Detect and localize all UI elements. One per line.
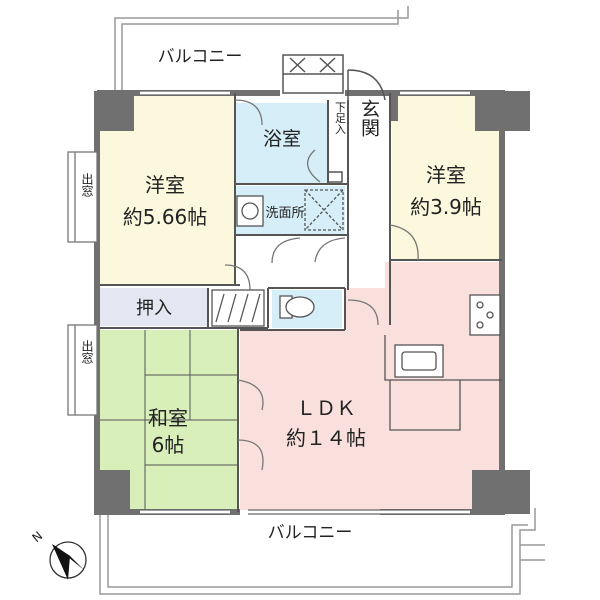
japanese-room-size: 6帖	[152, 433, 185, 457]
washroom-name: 洗面所	[265, 206, 304, 221]
entrance-details	[282, 54, 386, 183]
western-room-1-name: 洋室	[145, 173, 185, 197]
ldk-name: ＬＤＫ	[296, 396, 356, 420]
window-marks	[140, 90, 470, 515]
bay-window-lower-label: 出窓	[80, 340, 94, 364]
ldk-size: 約１４帖	[286, 426, 366, 450]
wall-corners	[94, 91, 530, 514]
tatami-lines	[100, 330, 238, 510]
bathroom	[235, 103, 328, 183]
toilet-fixture	[279, 295, 315, 319]
closet-name: 押入	[136, 298, 172, 319]
compass-icon: N	[29, 529, 87, 580]
shoe-cabinet-label: 下足入	[334, 102, 347, 135]
balcony-top-label: バルコニー	[158, 47, 243, 67]
washroom-fixtures	[236, 189, 344, 231]
western-room-1-size: 約5.66帖	[123, 205, 208, 229]
closet	[100, 288, 208, 326]
bottom-balcony	[99, 508, 545, 595]
kitchen	[384, 294, 502, 431]
bathroom-name: 浴室	[263, 128, 301, 150]
western-room-2-name: 洋室	[426, 163, 466, 187]
top-balcony	[114, 6, 409, 95]
bay-windows	[67, 151, 98, 416]
western-room-2-size: 約3.9帖	[410, 195, 482, 219]
bay-window-upper-label: 出窓	[80, 173, 94, 197]
storage-shelves	[211, 289, 265, 327]
compass-north-label: N	[29, 529, 45, 545]
entrance-name: 玄関	[358, 99, 380, 137]
japanese-room-name: 和室	[148, 406, 188, 430]
ldk-room	[240, 262, 502, 510]
balcony-bottom-label: バルコニー	[268, 523, 353, 543]
door-arcs	[224, 99, 419, 471]
